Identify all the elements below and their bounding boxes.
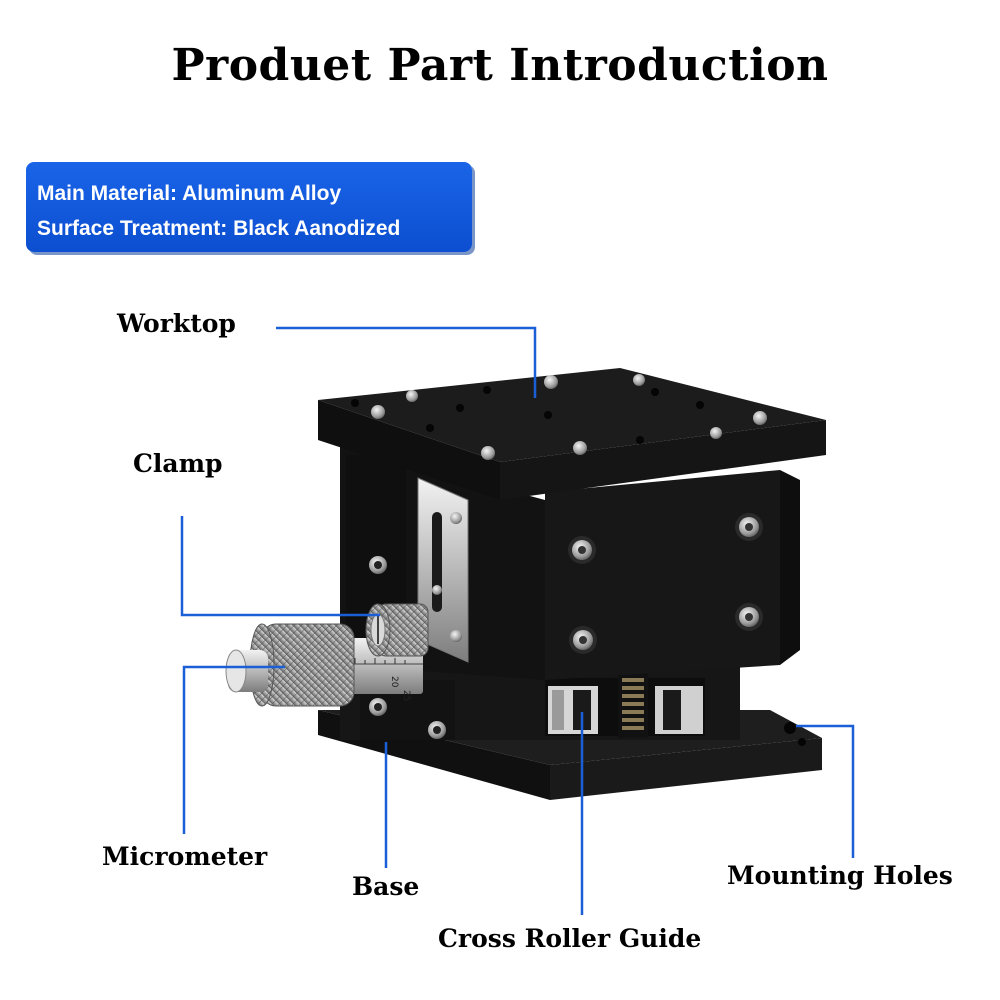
clamp-leader (180, 516, 380, 617)
mounting-holes-label: Mounting Holes (727, 861, 953, 890)
clamp-label: Clamp (133, 449, 223, 478)
base-label: Base (352, 872, 420, 901)
mounting-hole (798, 738, 806, 746)
mounting-holes-leader (796, 724, 855, 858)
worktop-label: Worktop (117, 309, 236, 338)
cross-roller-guide (545, 672, 705, 738)
micrometer-mark-25: 25 (401, 690, 411, 701)
micrometer: 20 25 (225, 623, 423, 707)
material-spec-box: Main Material: Aluminum Alloy Surface Tr… (26, 162, 472, 252)
leader-lines (180, 326, 855, 915)
cross-roller-guide-label: Cross Roller Guide (438, 924, 702, 953)
micrometer-leader (182, 665, 285, 834)
spring (618, 672, 648, 738)
page-title: Produet Part Introduction (171, 40, 829, 91)
surface-treatment-text: Surface Treatment: Black Aanodized (37, 217, 401, 240)
mounting-hole (784, 722, 796, 734)
clamp-bracket (417, 477, 469, 663)
main-material-text: Main Material: Aluminum Alloy (37, 182, 342, 205)
clamp-knob (365, 603, 429, 657)
micrometer-mark-20: 20 (389, 676, 399, 688)
front-screws (568, 513, 763, 654)
worktop-leader (276, 326, 537, 398)
worktop-plate (318, 368, 826, 500)
worktop-holes (351, 374, 767, 460)
micrometer-label: Micrometer (102, 842, 268, 871)
